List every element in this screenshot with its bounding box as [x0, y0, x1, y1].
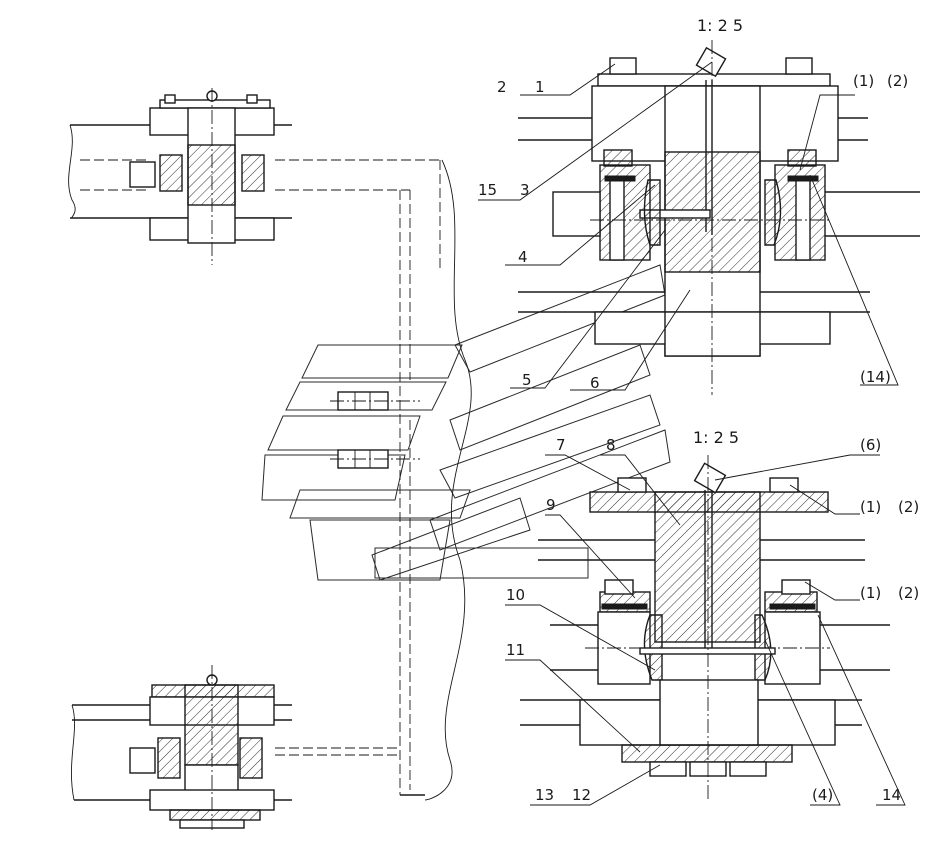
part-label-9: 9 — [546, 496, 556, 514]
part-label-7: 7 — [556, 436, 566, 454]
detail-view-top — [518, 40, 920, 395]
part-label-12: 12 — [572, 786, 591, 804]
scale-label-top: 1: 2 5 — [697, 16, 743, 35]
part-label-14p: (14) — [860, 368, 891, 386]
part-label-2: 2 — [497, 78, 507, 96]
detail-view-bottom — [520, 455, 890, 800]
part-label-2p-a: (2) — [898, 498, 919, 516]
detail-bottom-labels: 1: 2 5 7 8 (6) (1) (2) 9 (1) (2) 10 11 1… — [506, 428, 919, 804]
overview-joint-bottom — [71, 665, 292, 830]
overview-frame-hidden-lines — [275, 159, 472, 801]
part-label-13: 13 — [535, 786, 554, 804]
part-label-4p: (4) — [812, 786, 833, 804]
part-label-1p-a: (1) — [860, 498, 881, 516]
part-label-6: 6 — [590, 374, 600, 392]
part-label-1p: (1) — [853, 72, 874, 90]
part-label-1p-b: (1) — [860, 584, 881, 602]
scale-label-bottom: 1: 2 5 — [693, 428, 739, 447]
part-label-3: 3 — [520, 181, 530, 199]
detail-top-labels: 1: 2 5 2 1 (1) (2) 15 3 4 5 6 (14) — [478, 16, 908, 392]
part-label-15: 15 — [478, 181, 497, 199]
overview-joint-top — [68, 88, 440, 265]
part-label-1: 1 — [535, 78, 545, 96]
part-label-2p: (2) — [887, 72, 908, 90]
detail-bottom-leaders — [505, 454, 906, 806]
part-label-2p-b: (2) — [898, 584, 919, 602]
part-label-10: 10 — [506, 586, 525, 604]
part-label-14: 14 — [882, 786, 901, 804]
part-label-8: 8 — [606, 436, 616, 454]
part-label-6p: (6) — [860, 436, 881, 454]
part-label-4: 4 — [518, 248, 528, 266]
detail-top-leaders — [478, 61, 899, 391]
part-label-11: 11 — [506, 641, 525, 659]
part-label-5: 5 — [522, 371, 532, 389]
